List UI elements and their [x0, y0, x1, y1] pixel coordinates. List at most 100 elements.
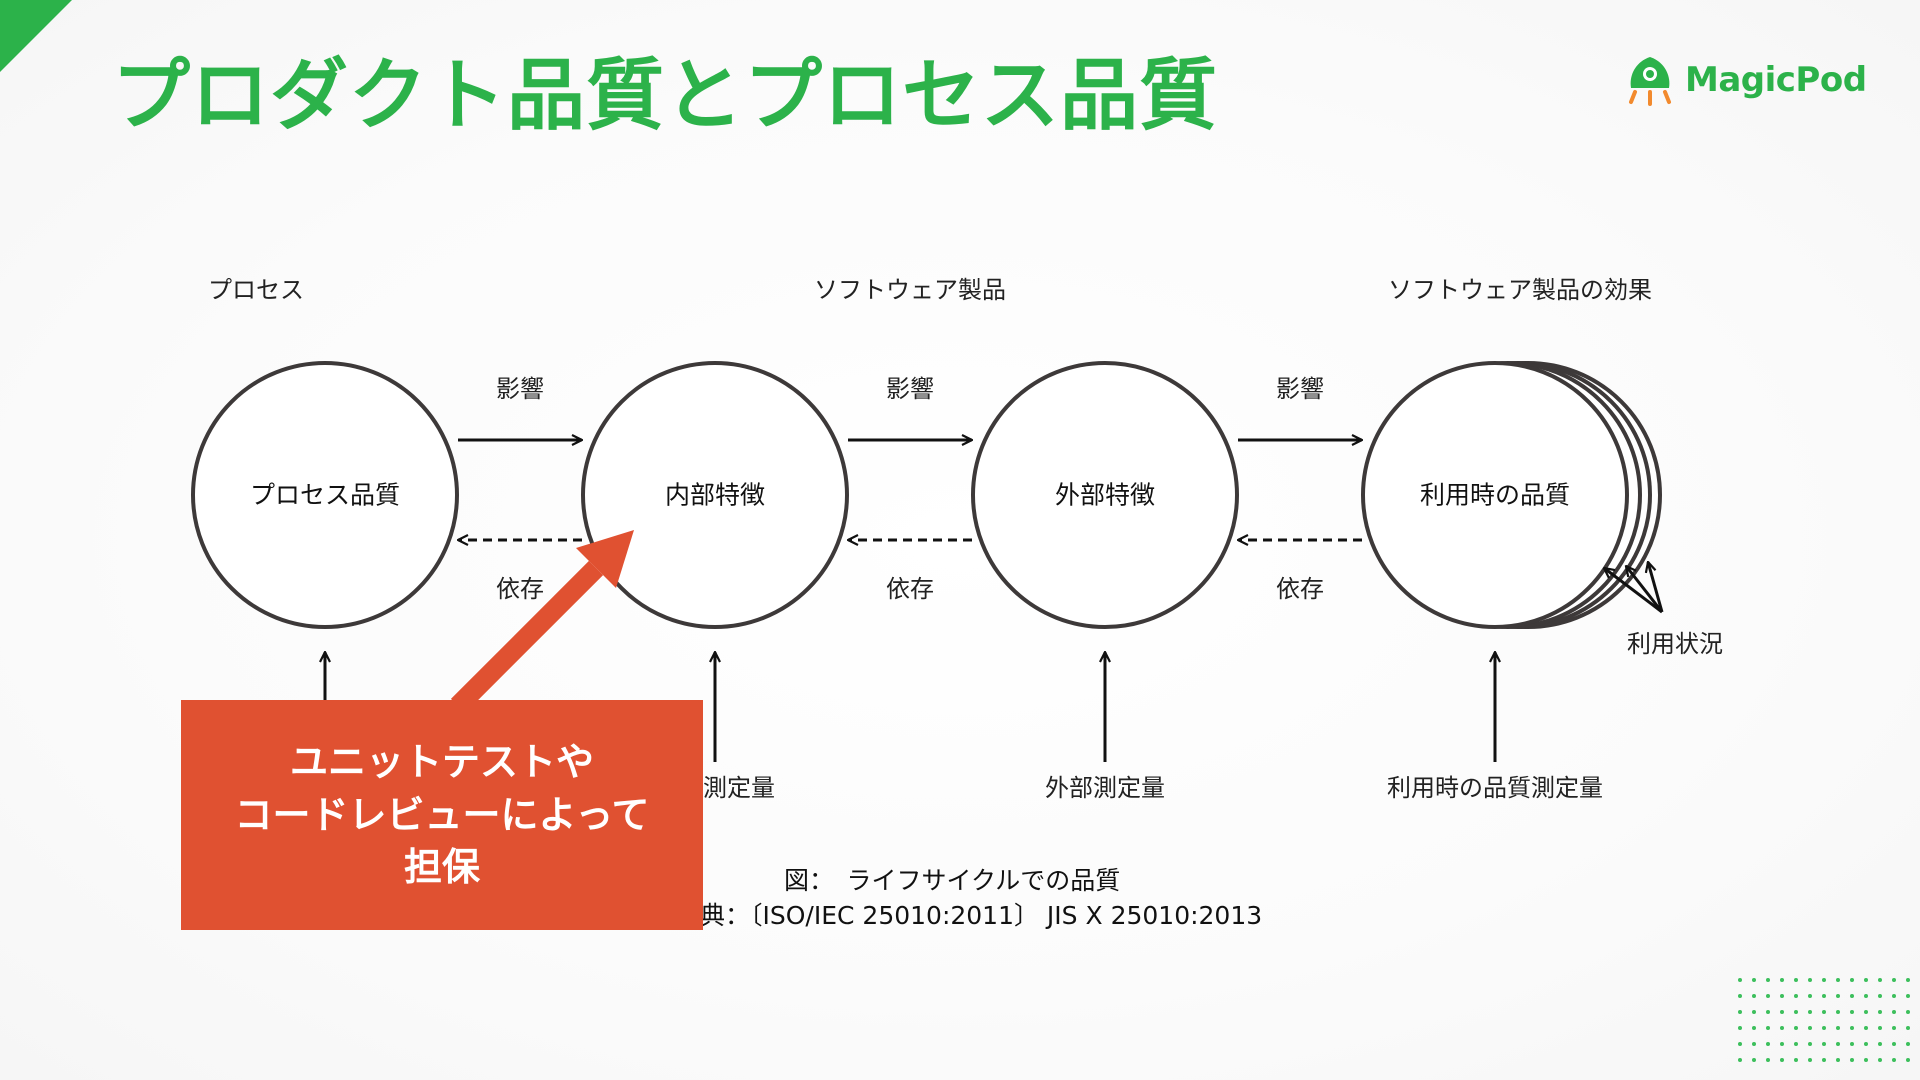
decor-dot	[1752, 1042, 1756, 1046]
decor-dot	[1780, 1042, 1784, 1046]
decor-dot	[1766, 1026, 1770, 1030]
measure-label-quality-in-use: 利用時の品質測定量	[1387, 774, 1603, 802]
decor-dot	[1794, 978, 1798, 982]
context-arrow-3	[1648, 562, 1664, 613]
node-circle-internal	[581, 361, 849, 629]
node-internal-characteristics: 内部特徴	[664, 480, 766, 510]
decor-dot	[1808, 1010, 1812, 1014]
decor-dot	[1822, 1058, 1826, 1062]
decor-dot	[1766, 1058, 1770, 1062]
decor-dot	[1836, 978, 1840, 982]
rocket-icon	[1629, 57, 1671, 106]
node-process-quality: プロセス品質	[249, 480, 401, 510]
decor-dot	[1906, 1058, 1910, 1062]
influence-label-2: 影響	[886, 375, 934, 403]
decor-dot	[1766, 994, 1770, 998]
decor-dot	[1738, 1010, 1742, 1014]
decor-dot	[1822, 994, 1826, 998]
decor-dot	[1822, 978, 1826, 982]
measure-label-internal: 測定量	[703, 774, 775, 802]
context-arrow-1	[1604, 568, 1663, 614]
decor-dot	[1850, 978, 1854, 982]
decor-dot	[1850, 994, 1854, 998]
decor-dot	[1906, 1026, 1910, 1030]
decor-dot	[1864, 994, 1868, 998]
context-of-use-label: 利用状況	[1627, 630, 1723, 658]
context-arrow-2	[1626, 566, 1664, 613]
decor-dot	[1808, 978, 1812, 982]
decor-dot	[1892, 978, 1896, 982]
figure-caption: 図： ライフサイクルでの品質	[784, 866, 1121, 895]
decor-dot	[1808, 1042, 1812, 1046]
decor-dot	[1794, 1058, 1798, 1062]
decor-dot	[1822, 1042, 1826, 1046]
decor-dot	[1752, 994, 1756, 998]
dependency-label-2: 依存	[886, 575, 934, 603]
decor-dot	[1892, 1026, 1896, 1030]
decor-dot	[1878, 994, 1882, 998]
influence-label-3: 影響	[1276, 375, 1324, 403]
decor-dot	[1850, 1058, 1854, 1062]
decor-dot	[1752, 1058, 1756, 1062]
dot-grid-decoration	[1738, 978, 1910, 1062]
node-circle-quality-in-use	[1361, 361, 1629, 629]
decor-dot	[1836, 1010, 1840, 1014]
decor-dot	[1738, 978, 1742, 982]
decor-dot	[1906, 1010, 1910, 1014]
decor-dot	[1780, 1058, 1784, 1062]
decor-dot	[1766, 1042, 1770, 1046]
column-header-product-effect: ソフトウェア製品の効果	[1388, 276, 1652, 304]
decor-dot	[1822, 1026, 1826, 1030]
decor-dot	[1878, 1026, 1882, 1030]
decor-dot	[1878, 1058, 1882, 1062]
logo-text: MagicPod	[1685, 60, 1867, 100]
decor-dot	[1836, 1042, 1840, 1046]
decor-dot	[1878, 978, 1882, 982]
callout-line-2: コードレビューによって	[234, 792, 650, 837]
decor-dot	[1794, 1026, 1798, 1030]
decor-dot	[1808, 1058, 1812, 1062]
decor-dot	[1892, 1058, 1896, 1062]
decor-dot	[1794, 994, 1798, 998]
decor-dot	[1906, 994, 1910, 998]
decor-dot	[1864, 1026, 1868, 1030]
decor-dot	[1836, 1058, 1840, 1062]
decor-dot	[1738, 1026, 1742, 1030]
decor-dot	[1892, 1042, 1896, 1046]
decor-dot	[1906, 978, 1910, 982]
decor-dot	[1752, 978, 1756, 982]
decor-dot	[1906, 1042, 1910, 1046]
callout-box: ユニットテストや コードレビューによって 担保	[181, 700, 703, 930]
magicpod-logo: MagicPod	[1625, 52, 1867, 108]
corner-accent	[0, 0, 72, 72]
decor-dot	[1878, 1042, 1882, 1046]
decor-dot	[1892, 1010, 1896, 1014]
page-title: プロダクト品質とプロセス品質	[112, 51, 1219, 141]
decor-dot	[1780, 978, 1784, 982]
decor-dot	[1836, 1026, 1840, 1030]
decor-dot	[1850, 1010, 1854, 1014]
decor-dot	[1808, 994, 1812, 998]
decor-dot	[1766, 978, 1770, 982]
source-caption: 典：〔ISO/IEC 25010:2011〕 JIS X 25010:2013	[700, 901, 1263, 930]
decor-dot	[1738, 1058, 1742, 1062]
node-circle-external	[971, 361, 1239, 629]
measure-label-external: 外部測定量	[1045, 774, 1165, 802]
decor-dot	[1864, 1042, 1868, 1046]
decor-dot	[1738, 1042, 1742, 1046]
decor-dot	[1864, 1010, 1868, 1014]
decor-dot	[1864, 1058, 1868, 1062]
column-header-software-product: ソフトウェア製品	[814, 276, 1006, 304]
decor-dot	[1794, 1010, 1798, 1014]
callout-line-1: ユニットテストや	[289, 740, 594, 785]
decor-dot	[1738, 994, 1742, 998]
dependency-label-3: 依存	[1276, 575, 1324, 603]
decor-dot	[1850, 1026, 1854, 1030]
decor-dot	[1752, 1026, 1756, 1030]
decor-dot	[1752, 1010, 1756, 1014]
decor-dot	[1808, 1026, 1812, 1030]
node-external-characteristics: 外部特徴	[1054, 480, 1156, 510]
decor-dot	[1780, 994, 1784, 998]
decor-dot	[1780, 1010, 1784, 1014]
